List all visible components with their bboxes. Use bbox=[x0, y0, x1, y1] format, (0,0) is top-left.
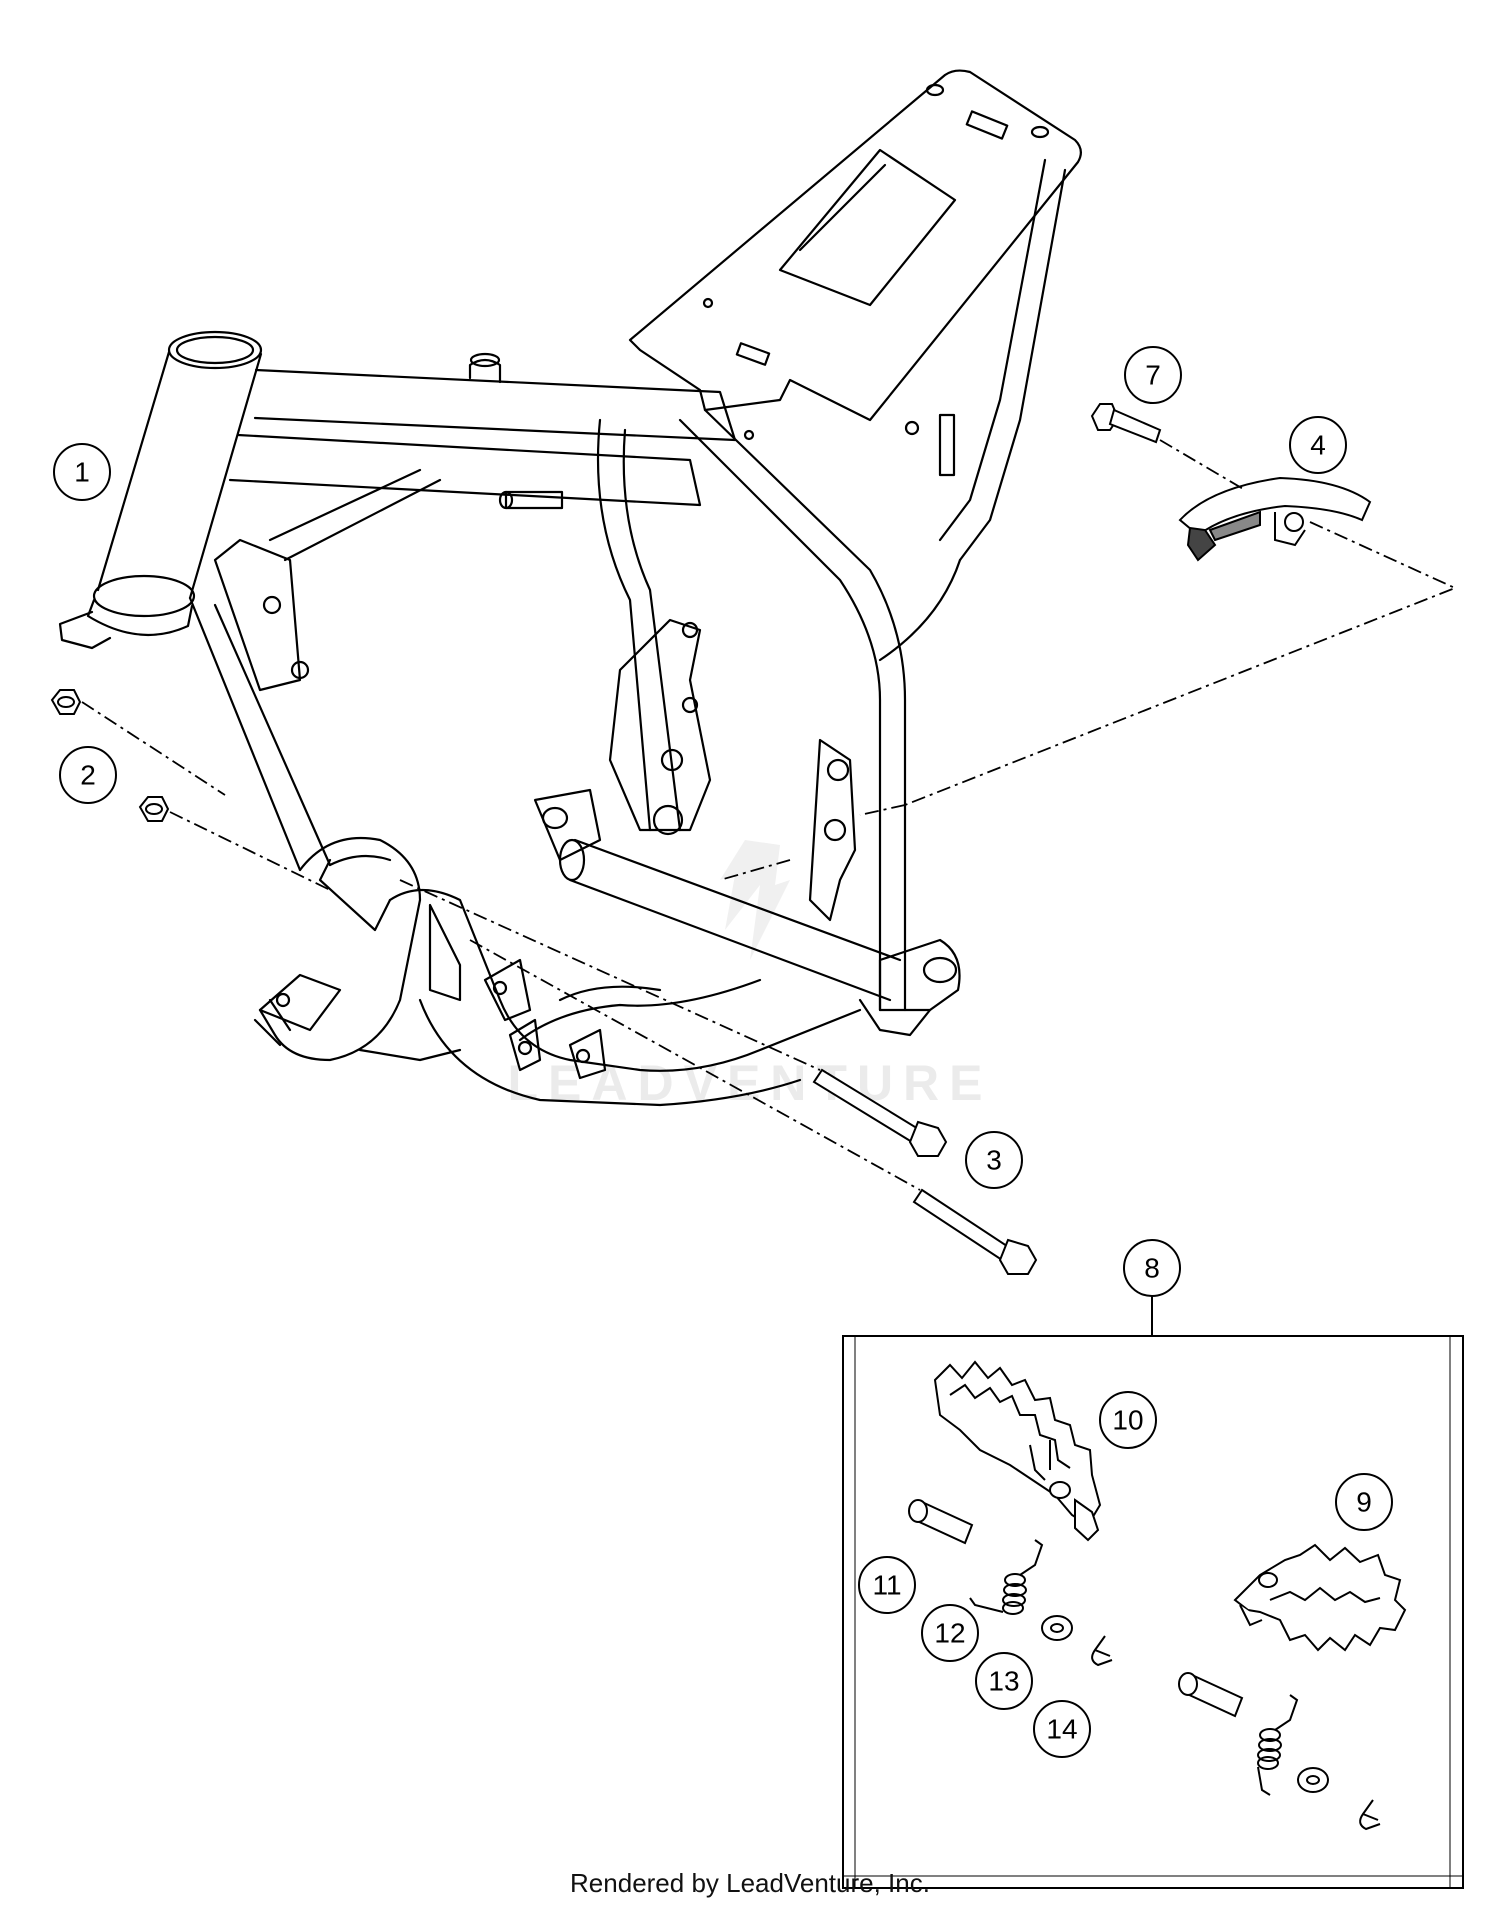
clip-b bbox=[1359, 1799, 1381, 1831]
callout-9: 9 bbox=[1335, 1473, 1393, 1531]
clip-a bbox=[1091, 1635, 1113, 1667]
svg-text:2: 2 bbox=[80, 760, 96, 791]
washer-b bbox=[1297, 1767, 1329, 1793]
svg-text:12: 12 bbox=[934, 1618, 965, 1649]
svg-text:8: 8 bbox=[1144, 1253, 1160, 1284]
callout-13: 13 bbox=[975, 1652, 1033, 1710]
bolt-7 bbox=[1090, 403, 1162, 444]
callout-7: 7 bbox=[1124, 346, 1182, 404]
svg-text:11: 11 bbox=[872, 1570, 901, 1601]
callout-12: 12 bbox=[921, 1604, 979, 1662]
callout-14: 14 bbox=[1033, 1700, 1091, 1758]
svg-text:7: 7 bbox=[1145, 360, 1161, 391]
callout-3: 3 bbox=[965, 1131, 1023, 1189]
callout-1: 1 bbox=[53, 443, 111, 501]
footpeg-9 bbox=[1233, 1543, 1407, 1652]
footpeg-10 bbox=[933, 1360, 1102, 1542]
nut-lower bbox=[138, 796, 170, 822]
svg-text:13: 13 bbox=[988, 1666, 1019, 1697]
svg-text:3: 3 bbox=[986, 1145, 1002, 1176]
callout-11: 11 bbox=[858, 1556, 916, 1614]
callout-10: 10 bbox=[1099, 1391, 1157, 1449]
pin-set-a bbox=[908, 1499, 974, 1545]
footer-credit: Rendered by LeadVenture, Inc. bbox=[570, 1868, 930, 1898]
callout-4: 4 bbox=[1289, 416, 1347, 474]
svg-text:9: 9 bbox=[1356, 1487, 1372, 1518]
chain-guide bbox=[1178, 476, 1372, 562]
callout-8: 8 bbox=[1123, 1239, 1181, 1297]
svg-text:10: 10 bbox=[1112, 1405, 1143, 1436]
spring-a bbox=[969, 1539, 1044, 1615]
bolt-upper bbox=[812, 1068, 948, 1157]
svg-text:1: 1 bbox=[74, 457, 90, 488]
spring-b bbox=[1257, 1694, 1299, 1796]
leader-lines bbox=[81, 439, 1458, 1191]
svg-text:14: 14 bbox=[1046, 1714, 1077, 1745]
watermark: LEADVENTURE bbox=[507, 840, 983, 1111]
callouts: 1 2 3 4 7 8 9 10 11 12 13 14 bbox=[53, 346, 1393, 1758]
frame bbox=[58, 69, 1082, 1107]
nut-upper bbox=[50, 689, 82, 715]
callout-2: 2 bbox=[59, 746, 117, 804]
washer-a bbox=[1041, 1615, 1073, 1641]
kit-box bbox=[842, 1296, 1464, 1889]
svg-text:4: 4 bbox=[1310, 430, 1326, 461]
bolt-lower bbox=[912, 1188, 1038, 1275]
pin-set-b bbox=[1178, 1672, 1244, 1718]
